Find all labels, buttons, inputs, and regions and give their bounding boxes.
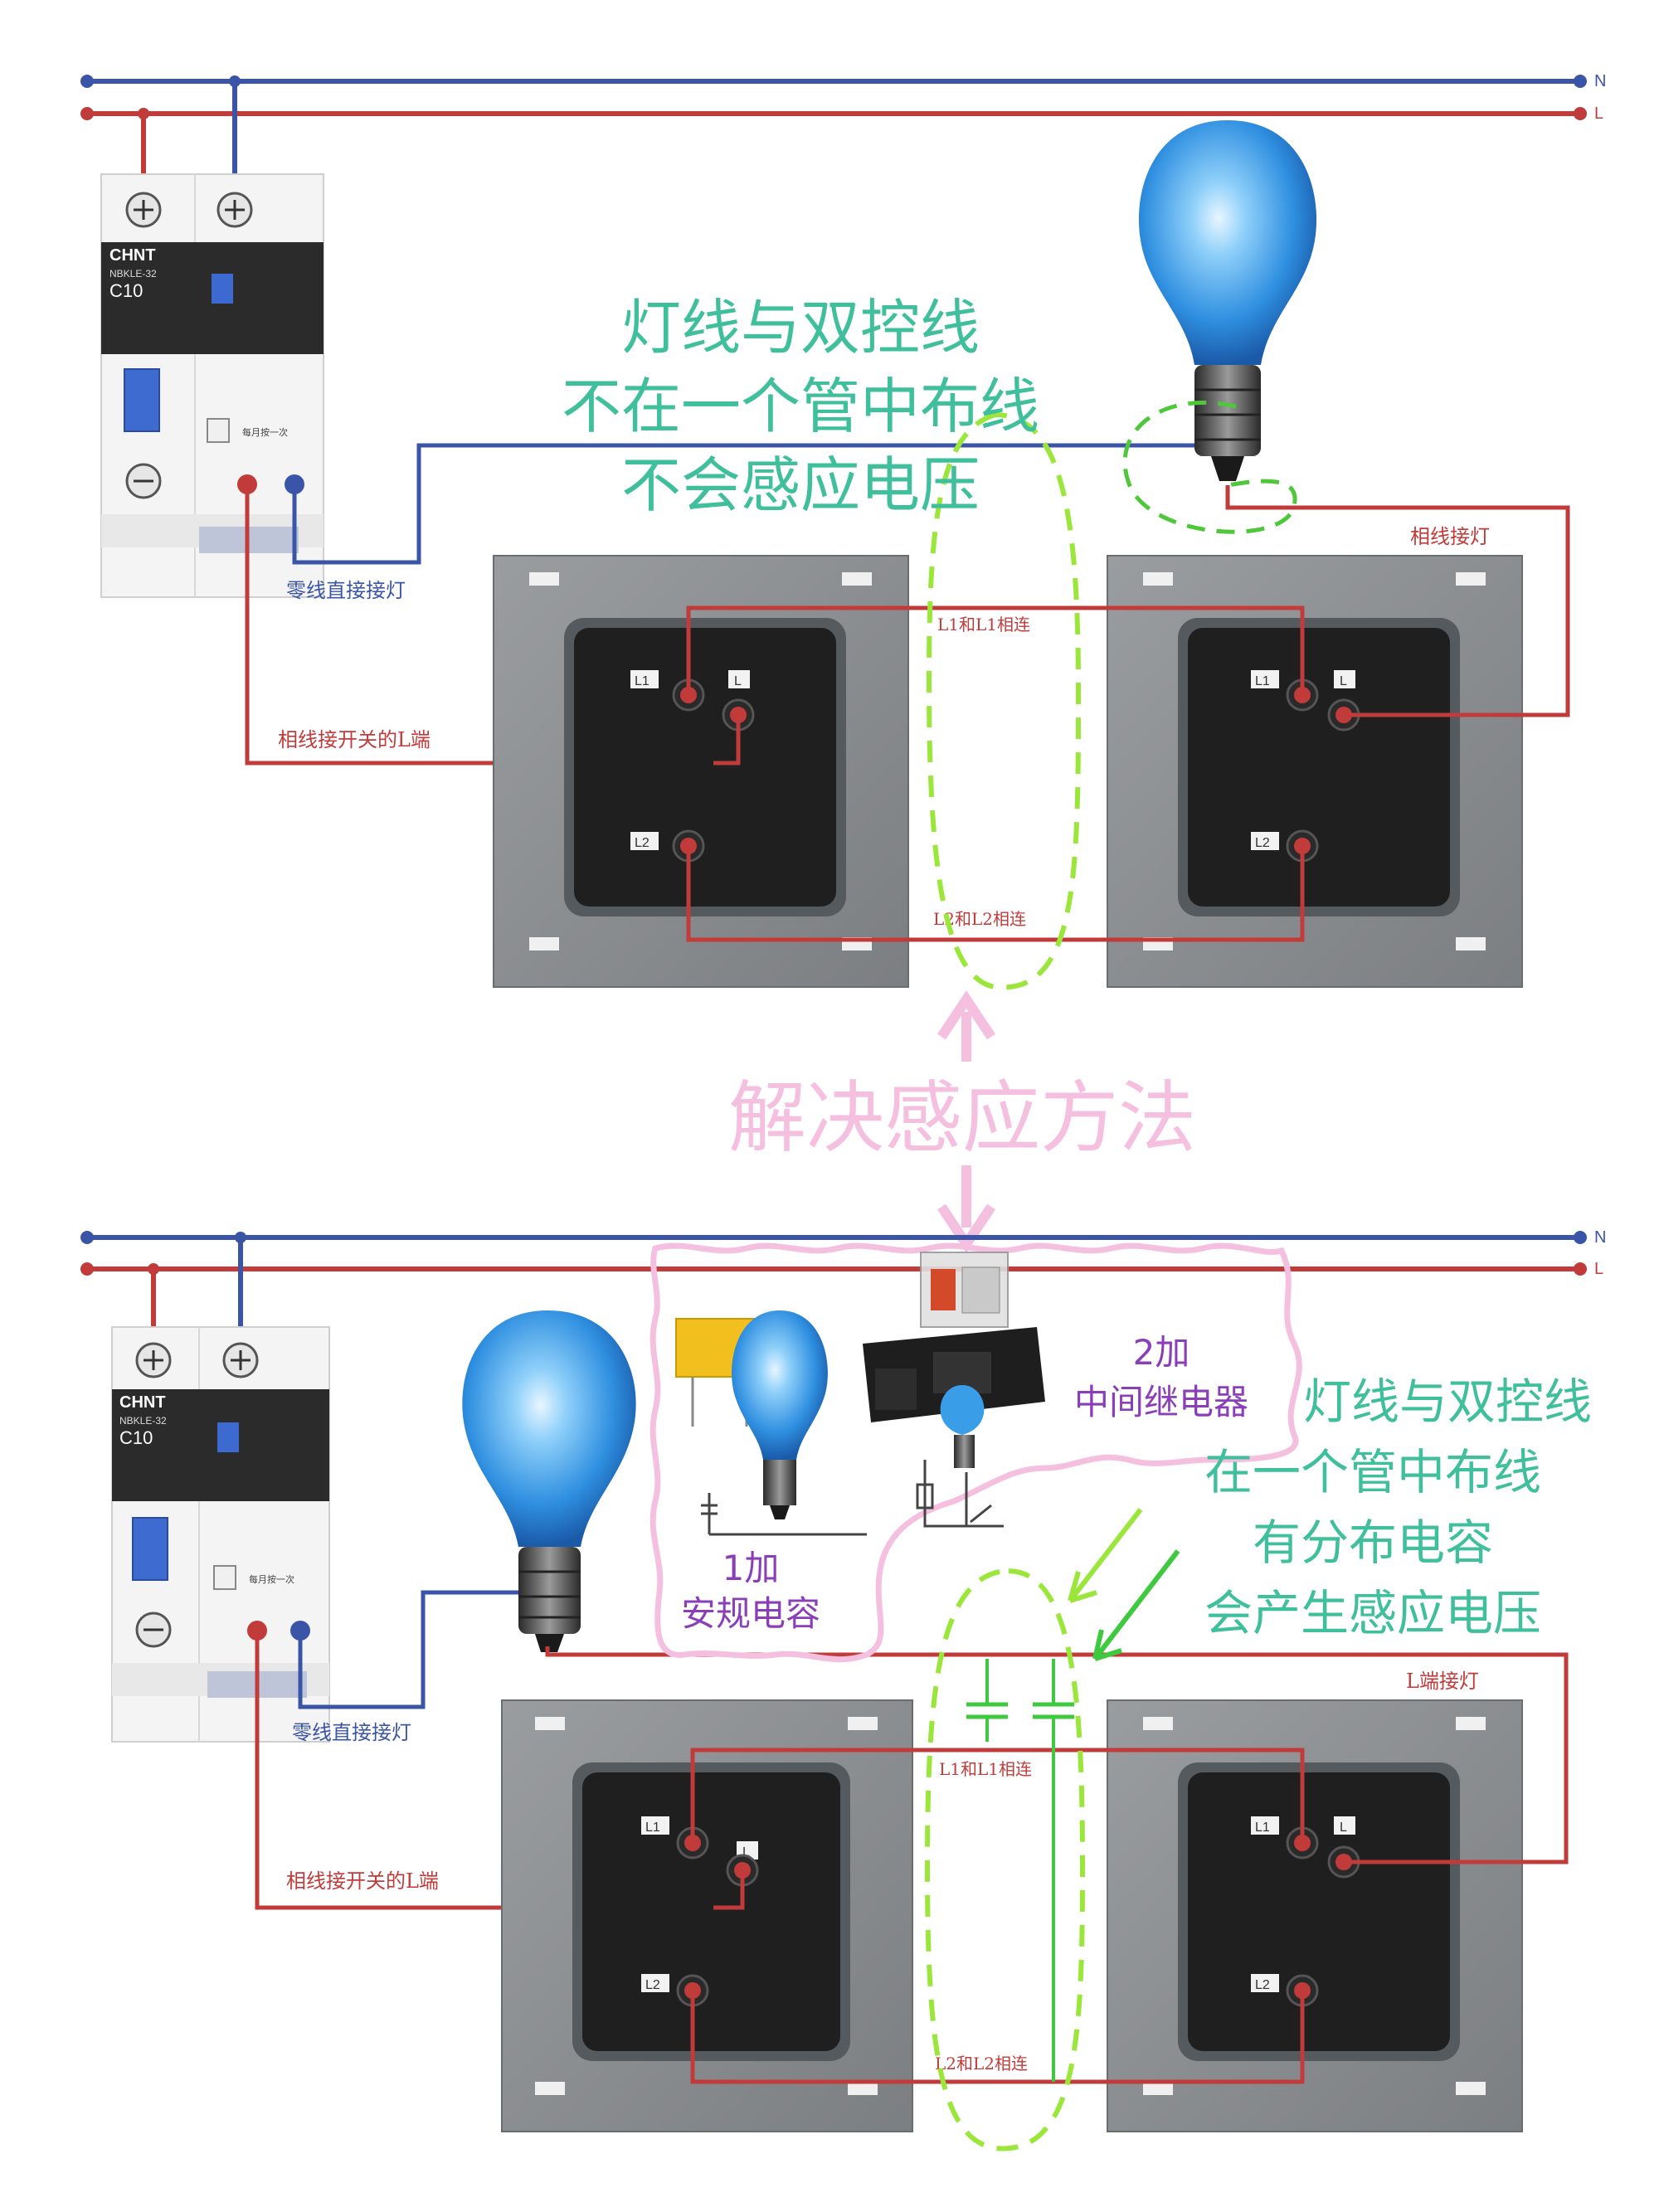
switch-icon: L1 L L2 — [1107, 1699, 1523, 2132]
top-label-neutral-to-lamp: 零线直接接灯 — [286, 579, 406, 602]
bottom-label-neutral-to-lamp: 零线直接接灯 — [292, 1721, 411, 1744]
bottom-note-line-4: 会产生感应电压 — [1204, 1585, 1541, 1641]
fix2-line-2: 中间继电器 — [1074, 1382, 1248, 1422]
bottom-label-live-to-switch: 相线接开关的L端 — [286, 1869, 439, 1893]
breaker-rating: C10 — [119, 1427, 153, 1448]
breaker-icon: CHNT NBKLE-32 C10 每月按一次 — [111, 1326, 330, 1743]
switch-terminal-l2: L2 — [1255, 836, 1270, 850]
fix-relay-note: 2加 中间继电器 — [1074, 1332, 1248, 1422]
top-note-line-2: 不在一个管中布线 — [562, 372, 1039, 441]
bottom-note-line-2: 在一个管中布线 — [1204, 1444, 1541, 1500]
switch-terminal-l2: L2 — [635, 836, 649, 850]
bulb-icon — [462, 1310, 636, 1652]
top-label-phase-to-lamp: 相线接灯 — [1410, 525, 1490, 548]
switch-terminal-l: L — [1340, 1821, 1347, 1835]
capacitor-icon — [1033, 1659, 1074, 2082]
switch-terminal-l1: L1 — [1255, 1821, 1270, 1835]
switch-terminal-l: L — [742, 1845, 750, 1860]
breaker-brand: CHNT — [109, 246, 156, 265]
switch-terminal-l1: L1 — [635, 674, 649, 688]
bottom-section: N L CHNT NBKLE-32 C10 — [80, 1228, 1606, 2151]
breaker-test-label: 每月按一次 — [242, 426, 288, 438]
breaker-brand: CHNT — [119, 1393, 166, 1412]
switch-terminal-l1: L1 — [1255, 674, 1270, 688]
breaker-model: NBKLE-32 — [119, 1415, 167, 1427]
breaker-model: NBKLE-32 — [109, 268, 157, 280]
switch-terminal-l: L — [1340, 674, 1347, 688]
switch-terminal-l2: L2 — [1255, 1978, 1270, 1992]
top-section: N L CHNT NBKLE-32 C10 — [80, 72, 1606, 990]
breaker-test-label: 每月按一次 — [249, 1573, 294, 1585]
relay-icon — [863, 1252, 1045, 1528]
live-rail: L — [80, 1260, 1603, 1278]
top-label-live-to-switch: 相线接开关的L端 — [278, 728, 431, 751]
top-note-line-3: 不会感应电压 — [621, 450, 980, 520]
rail-label-neutral: N — [1594, 72, 1606, 90]
switch-icon: L1 L L2 — [501, 1699, 913, 2132]
capacitor-icon — [966, 1659, 1008, 1742]
neutral-rail: N — [80, 1228, 1606, 1247]
middle-headline: 解决感应方法 — [728, 1073, 1196, 1164]
bottom-label-l2-link: L2和L2相连 — [935, 2054, 1028, 2073]
bulb-icon — [1138, 120, 1317, 481]
rail-label-neutral: N — [1594, 1228, 1606, 1247]
fix1-line-2: 安规电容 — [681, 1593, 820, 1634]
bottom-label-phase-to-lamp: L端接灯 — [1406, 1670, 1479, 1693]
fix1-line-1: 1加 — [722, 1548, 780, 1588]
top-label-l1-link: L1和L1相连 — [937, 615, 1030, 634]
switch-terminal-l1: L1 — [645, 1821, 660, 1835]
live-rail: L — [80, 105, 1603, 123]
rail-label-live: L — [1594, 1260, 1603, 1278]
switch-terminal-l2: L2 — [645, 1978, 660, 1992]
breaker-icon: CHNT NBKLE-32 C10 每月按一次 — [100, 173, 324, 598]
fix-capacitor-note: 1加 安规电容 — [681, 1548, 820, 1634]
capacitor-icon — [675, 1310, 867, 1536]
bottom-note: 灯线与双控线 在一个管中布线 有分布电容 会产生感应电压 — [1204, 1373, 1592, 1641]
top-note-line-1: 灯线与双控线 — [621, 293, 980, 362]
bottom-note-line-1: 灯线与双控线 — [1303, 1373, 1592, 1430]
top-note: 灯线与双控线 不在一个管中布线 不会感应电压 — [562, 293, 1039, 520]
bottom-label-l1-link: L1和L1相连 — [939, 1759, 1032, 1779]
breaker-rating: C10 — [109, 280, 143, 301]
bottom-note-line-3: 有分布电容 — [1253, 1514, 1493, 1571]
switch-icon: L1 L L2 — [493, 555, 909, 988]
neutral-rail: N — [80, 72, 1606, 90]
switch-terminal-l: L — [734, 674, 742, 688]
fix2-line-1: 2加 — [1133, 1332, 1190, 1373]
middle-section: 解决感应方法 — [728, 990, 1196, 1253]
rail-label-live: L — [1594, 105, 1603, 123]
switch-icon: L1 L L2 — [1107, 555, 1523, 988]
